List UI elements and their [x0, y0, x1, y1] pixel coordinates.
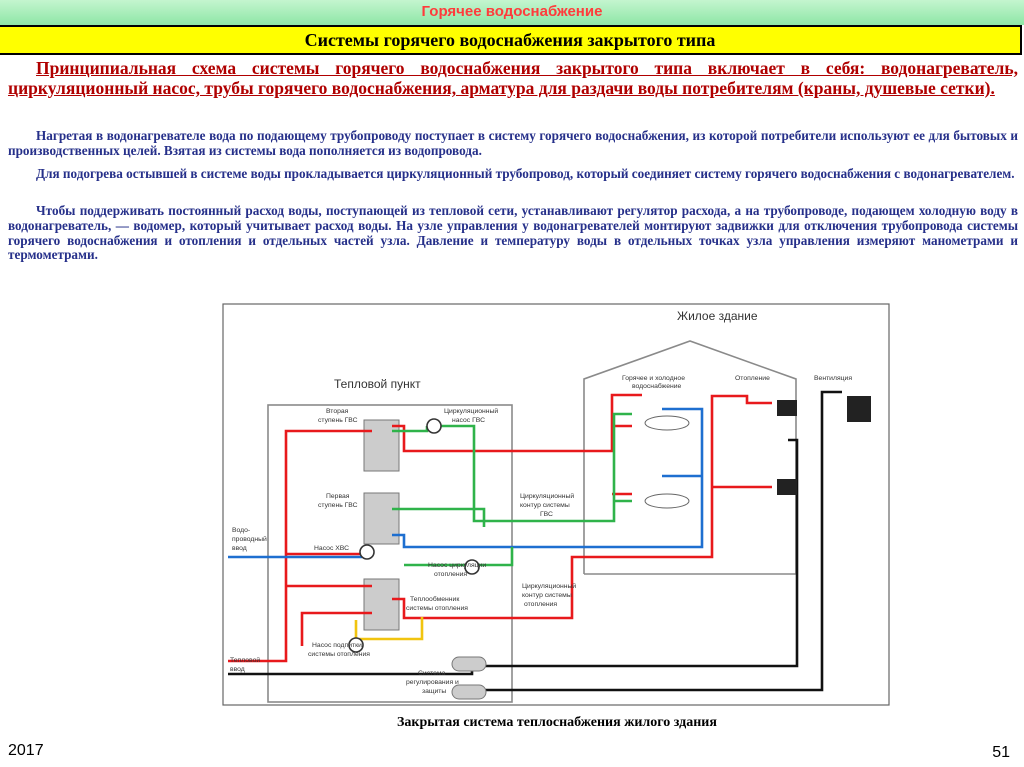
radiator-1 — [777, 400, 797, 416]
slide-subtitle: Системы горячего водоснабжения закрытого… — [304, 30, 716, 50]
hot-pipes — [228, 393, 772, 663]
label-cold-pump: Насос ХВС — [314, 545, 349, 552]
headline-text: Принципиальная схема системы горячего во… — [8, 58, 1018, 98]
header-title: Горячее водоснабжение — [421, 3, 603, 20]
label-heat-inlet-2: ввод — [230, 666, 245, 673]
headline: Принципиальная схема системы горячего во… — [8, 58, 1018, 98]
label-exchanger-2: системы отопления — [406, 605, 468, 612]
label-heating-pump-1: Насос циркуляции — [428, 562, 486, 569]
stage2-exchanger — [363, 419, 400, 472]
label-heating-loop-1: Циркуляционный — [522, 582, 576, 590]
label-circ-loop-3: ГВС — [540, 511, 553, 518]
control-device-2 — [451, 684, 487, 700]
header-band: Горячее водоснабжение — [0, 0, 1024, 25]
label-water-inlet-2: проводный — [232, 535, 267, 543]
label-hot-cold-1: Горячее и холодное — [622, 375, 685, 382]
page-number: 51 — [992, 744, 1010, 761]
subtitle-bar: Системы горячего водоснабжения закрытого… — [0, 25, 1022, 55]
label-exchanger-1: Теплообменник — [410, 595, 459, 603]
sink-2 — [644, 493, 690, 509]
label-heating-loop-2: контур системы — [522, 592, 572, 599]
label-stage2-2: ступень ГВС — [318, 417, 358, 424]
label-stage2-1: Вторая — [326, 408, 349, 415]
cold-pipes — [228, 407, 704, 559]
heating-scheme-diagram: Жилое здание Тепловой пункт — [222, 303, 890, 706]
label-stage1-1: Первая — [326, 493, 350, 500]
label-makeup-pump-2: системы отопления — [308, 651, 370, 658]
ventilation-unit — [847, 396, 871, 422]
label-heating-pump-2: отопления — [434, 571, 467, 578]
control-device-1 — [451, 656, 487, 672]
label-circ-loop-2: контур системы — [520, 502, 570, 509]
label-water-inlet-3: ввод — [232, 545, 247, 552]
stage1-exchanger — [363, 492, 400, 545]
building-outline — [583, 340, 797, 575]
building-label: Жилое здание — [677, 309, 758, 323]
paragraph-3: Чтобы поддерживать постоянный расход вод… — [8, 203, 1018, 263]
makeup-pipe — [354, 617, 424, 641]
paragraph-2: Для подогрева остывшей в системе воды пр… — [36, 166, 1015, 181]
label-circ-loop-1: Циркуляционный — [520, 492, 574, 500]
circulation-pipes — [392, 412, 632, 567]
heating-exchanger — [363, 578, 400, 631]
label-water-inlet-1: Водо- — [232, 527, 250, 534]
makeup-pump-icon — [348, 637, 364, 653]
footer-year: 2017 — [8, 742, 44, 759]
label-circ-pump-2: насос ГВС — [452, 417, 485, 424]
label-control-2: регулирования и — [406, 679, 459, 686]
radiator-2 — [777, 479, 797, 495]
label-heating-loop-3: отопления — [524, 601, 557, 608]
label-hot-cold-2: водоснабжение — [632, 382, 682, 390]
label-stage1-2: ступень ГВС — [318, 502, 358, 509]
cold-pump-icon — [359, 544, 375, 560]
label-makeup-pump-1: Насос подпитки — [312, 642, 362, 649]
label-control-1: Система — [418, 670, 446, 677]
diagram-caption: Закрытая система теплоснабжения жилого з… — [397, 715, 717, 730]
label-control-3: защиты — [422, 688, 446, 695]
sink-1 — [644, 415, 690, 431]
label-heating: Отопление — [735, 375, 770, 382]
circ-pump-gvs-icon — [426, 418, 442, 434]
label-circ-pump-1: Циркуляционный — [444, 407, 498, 415]
label-ventilation: Вентиляция — [814, 375, 852, 382]
substation-label: Тепловой пункт — [334, 377, 421, 391]
diagram-frame — [222, 303, 890, 706]
return-pipes — [228, 390, 842, 692]
label-heat-inlet-1: Тепловой — [230, 656, 260, 664]
heating-pump-icon — [464, 559, 480, 575]
paragraph-1: Нагретая в водонагревателе вода по подаю… — [8, 128, 1018, 158]
